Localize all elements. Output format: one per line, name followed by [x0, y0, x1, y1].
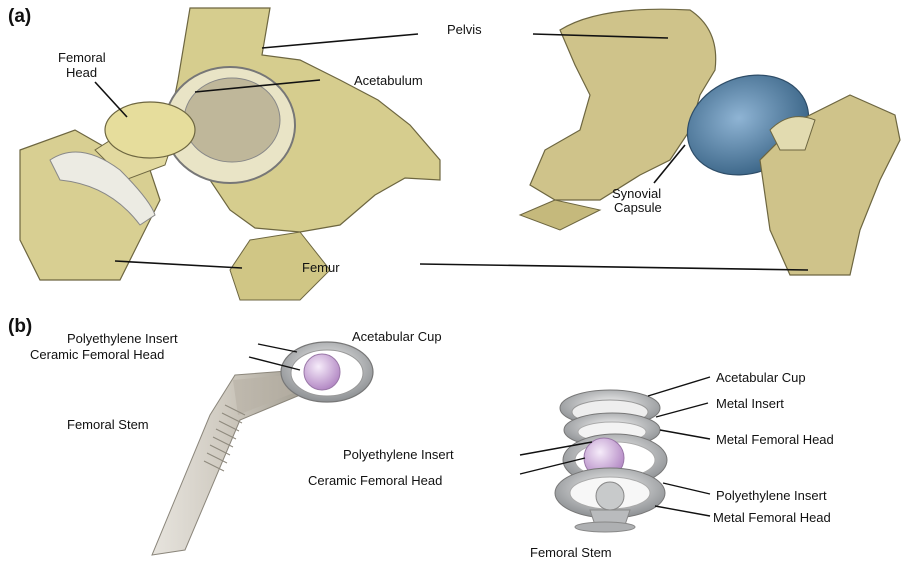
panel-a-tag: (a)	[8, 6, 31, 28]
posterior-hip-drawing	[520, 9, 900, 275]
right-acetabular-cup-label: Acetabular Cup	[716, 370, 806, 385]
right-metal-insert-label: Metal Insert	[716, 396, 784, 411]
femoral-head-label-line1: Femoral	[58, 50, 106, 65]
left-polyethylene-insert-label: Polyethylene Insert	[67, 331, 178, 346]
synovial-capsule-label-line2: Capsule	[614, 200, 662, 215]
right-ceramic-femoral-head-label: Ceramic Femoral Head	[308, 473, 442, 488]
right-metal-femoral-head-label-1: Metal Femoral Head	[716, 432, 834, 447]
left-ceramic-femoral-head-label: Ceramic Femoral Head	[30, 347, 164, 362]
left-acetabular-cup-label: Acetabular Cup	[352, 329, 442, 344]
left-femoral-stem-label: Femoral Stem	[67, 417, 149, 432]
femoral-head-label-line2: Head	[66, 65, 97, 80]
assembled-hip-implant	[152, 342, 373, 555]
pelvis-label: Pelvis	[447, 22, 482, 37]
right-polyethylene-insert-label-left: Polyethylene Insert	[343, 447, 454, 462]
synovial-capsule-label-line1: Synovial	[612, 186, 661, 201]
femur-label: Femur	[302, 260, 340, 275]
acetabulum-label: Acetabulum	[354, 73, 423, 88]
panel-b-tag: (b)	[8, 316, 32, 338]
right-metal-femoral-head-label-2: Metal Femoral Head	[713, 510, 831, 525]
right-femoral-stem-label: Femoral Stem	[530, 545, 612, 560]
right-polyethylene-insert-label-right: Polyethylene Insert	[716, 488, 827, 503]
